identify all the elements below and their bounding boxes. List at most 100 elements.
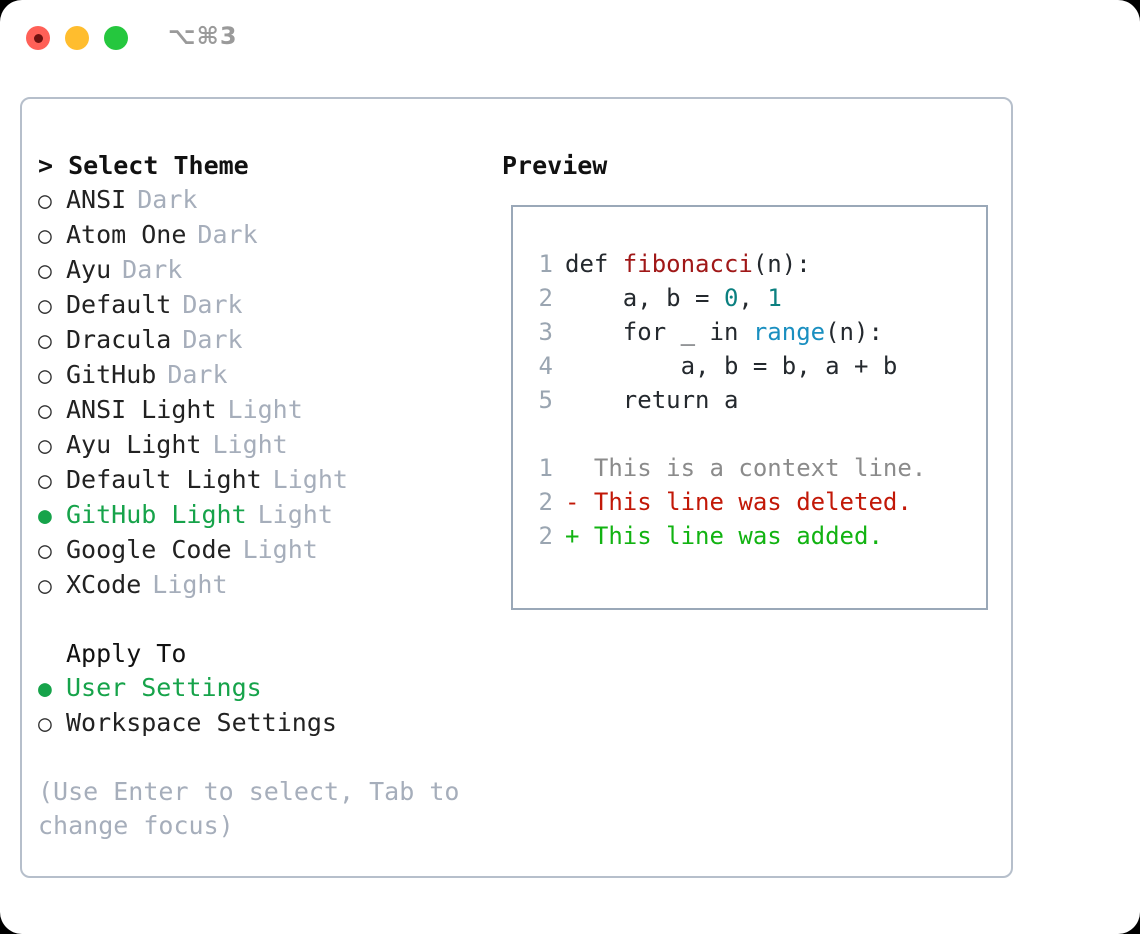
code-diff-gap	[527, 417, 986, 451]
maximize-button[interactable]	[104, 26, 128, 50]
theme-variant-tag: Light	[152, 570, 228, 599]
theme-option-label: Ayu	[66, 255, 112, 284]
diff-marker: -	[565, 488, 594, 516]
theme-variant-tag: Light	[212, 430, 288, 459]
theme-option-label: GitHub	[66, 360, 157, 389]
theme-variant-tag: Dark	[182, 325, 243, 354]
title-bar: ⌥⌘3	[0, 0, 1140, 78]
theme-option-label: Dracula	[66, 325, 172, 354]
line-number: 1	[538, 250, 553, 278]
theme-option-github[interactable]: ○ GitHub Dark	[38, 358, 468, 393]
theme-option-label: Default Light	[66, 465, 262, 494]
code-line: 1 def fibonacci(n):	[527, 247, 986, 281]
radio-unselected-icon: ○	[38, 293, 52, 319]
code-line-text: def fibonacci(n):	[565, 247, 811, 281]
theme-option-label: Ayu Light	[66, 430, 202, 459]
code-line-text: a, b = 0, 1	[565, 281, 782, 315]
radio-unselected-icon: ○	[38, 223, 52, 249]
line-number: 3	[538, 318, 553, 346]
theme-variant-tag: Light	[257, 500, 333, 529]
theme-picker-prompt: > Select Theme	[38, 151, 249, 180]
diff-line-text: This line was deleted.	[593, 488, 912, 516]
theme-option-xcode[interactable]: ○ XCode Light	[38, 568, 468, 603]
code-line: 5 return a	[527, 383, 986, 417]
line-number: 2	[538, 284, 553, 312]
theme-variant-tag: Dark	[137, 185, 198, 214]
line-number: 4	[538, 352, 553, 380]
apply-to-option-user-settings[interactable]: ● User Settings	[38, 671, 468, 706]
radio-unselected-icon: ○	[38, 258, 52, 284]
apply-to-option-workspace-settings[interactable]: ○Workspace Settings	[38, 706, 468, 741]
hint-line-2: change focus)	[38, 811, 234, 840]
theme-variant-tag: Light	[242, 535, 318, 564]
radio-unselected-icon: ○	[38, 363, 52, 389]
code-line: 2 a, b = 0, 1	[527, 281, 986, 315]
code-token-plain: a, b = b, a + b	[565, 352, 898, 380]
radio-unselected-icon: ○	[38, 398, 52, 424]
theme-option-ansi[interactable]: ○ ANSI Dark	[38, 183, 468, 218]
diff-line-deleted: 2- This line was deleted.	[527, 485, 986, 519]
theme-variant-tag: Dark	[197, 220, 258, 249]
code-token-plain: a, b =	[565, 284, 724, 312]
code-line: 3 for _ in range(n):	[527, 315, 986, 349]
diff-marker	[565, 451, 594, 485]
code-line-text: for _ in range(n):	[565, 315, 883, 349]
theme-option-label: ANSI Light	[66, 395, 217, 424]
diff-line-context: 1 This is a context line.	[527, 451, 986, 485]
code-line: 4 a, b = b, a + b	[527, 349, 986, 383]
line-number: 2	[538, 488, 553, 516]
code-token-fn: fibonacci	[622, 250, 753, 278]
code-token-call: range	[752, 318, 826, 346]
radio-unselected-icon: ○	[38, 188, 52, 214]
line-number: 5	[538, 386, 553, 414]
radio-unselected-icon: ○	[38, 328, 52, 354]
code-token-plain: ,	[738, 284, 768, 312]
line-number: 2	[538, 522, 553, 550]
code-token-plain: return a	[565, 386, 739, 414]
code-token-plain: (n):	[825, 318, 883, 346]
code-line-text: return a	[565, 383, 739, 417]
theme-option-label: Atom One	[66, 220, 187, 249]
code-token-plain: def	[565, 250, 623, 278]
window-controls	[26, 26, 128, 50]
diff-line-added: 2 + This line was added.	[527, 519, 986, 553]
radio-unselected-icon: ○	[38, 573, 52, 599]
diff-line-text: This line was added.	[593, 522, 883, 550]
close-button[interactable]	[26, 26, 50, 50]
code-token-num: 1	[767, 284, 782, 312]
theme-option-label: ANSI	[66, 185, 127, 214]
apply-to-option-label: User Settings	[66, 673, 262, 702]
theme-option-label: Google Code	[66, 535, 232, 564]
list-spacer	[38, 603, 468, 637]
apply-to-heading: Apply To	[66, 639, 187, 668]
preview-section: Preview	[502, 149, 1002, 183]
theme-variant-tag: Light	[272, 465, 348, 494]
code-token-plain: for _ in	[565, 318, 753, 346]
theme-option-dracula[interactable]: ○ Dracula Dark	[38, 323, 468, 358]
apply-to-list: ● User Settings ○Workspace Settings	[38, 671, 468, 741]
hint-spacer	[38, 741, 468, 775]
minimize-button[interactable]	[65, 26, 89, 50]
radio-unselected-icon: ○	[38, 538, 52, 564]
theme-option-atom-one[interactable]: ○ Atom One Dark	[38, 218, 468, 253]
theme-option-ayu[interactable]: ○ Ayu Dark	[38, 253, 468, 288]
theme-variant-tag: Dark	[122, 255, 183, 284]
theme-option-label: XCode	[66, 570, 142, 599]
theme-option-google-code[interactable]: ○ Google Code Light	[38, 533, 468, 568]
code-token-plain: (n):	[752, 250, 811, 278]
radio-selected-icon: ●	[38, 676, 52, 702]
theme-variant-tag: Dark	[182, 290, 243, 319]
theme-variant-tag: Dark	[167, 360, 228, 389]
diff-marker: +	[565, 522, 594, 550]
keyboard-shortcut-label: ⌥⌘3	[168, 22, 238, 50]
